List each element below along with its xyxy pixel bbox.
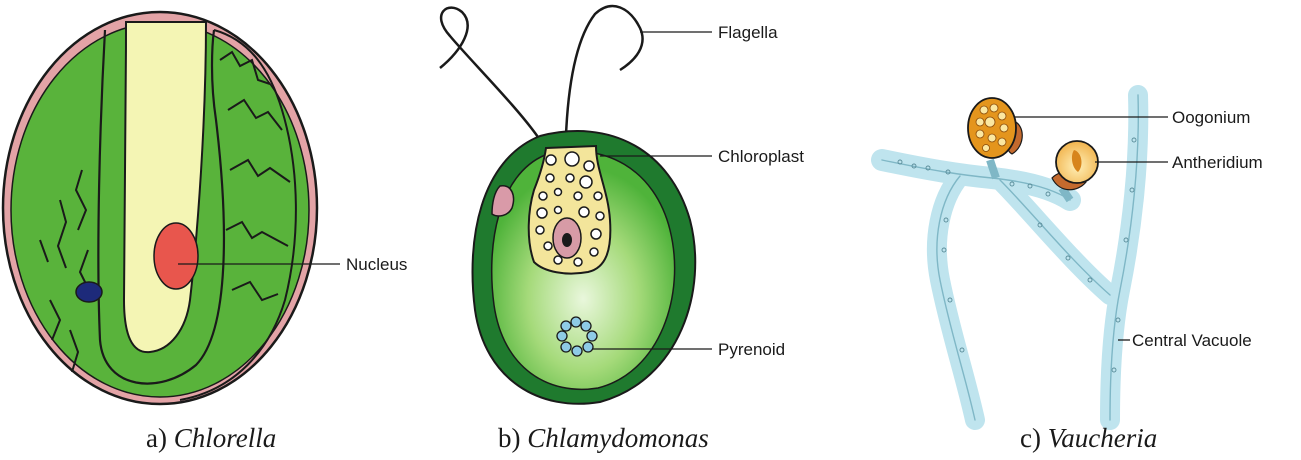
chloroplast-label: Chloroplast <box>718 147 804 166</box>
chlorella-nucleus <box>154 223 198 289</box>
nucleus-label: Nucleus <box>346 255 407 274</box>
pyrenoid-label: Pyrenoid <box>718 340 785 359</box>
vaucheria-caption: c) Vaucheria <box>1020 423 1157 453</box>
chlorella-pyrenoid <box>76 282 102 302</box>
flagellum-left <box>440 8 540 140</box>
flagellum-right <box>566 6 643 135</box>
chlorella-caption: a) Chlorella <box>146 423 276 453</box>
chlamydomonas-caption: b) Chlamydomonas <box>498 423 709 453</box>
central-vacuole-label: Central Vacuole <box>1132 331 1252 350</box>
vaucheria-figure: Oogonium Antheridium Central Vacuole c) … <box>882 95 1263 453</box>
flagella-label: Flagella <box>718 23 778 42</box>
oogonium-label: Oogonium <box>1172 108 1250 127</box>
antheridium-label: Antheridium <box>1172 153 1263 172</box>
oogonium-stalk <box>990 160 996 178</box>
chlamydomonas-nucleolus <box>562 233 572 247</box>
chlamydomonas-figure: Flagella Chloroplast Pyrenoid b) Chlamyd… <box>440 6 804 453</box>
chlorella-figure: Nucleus a) Chlorella <box>3 12 407 453</box>
